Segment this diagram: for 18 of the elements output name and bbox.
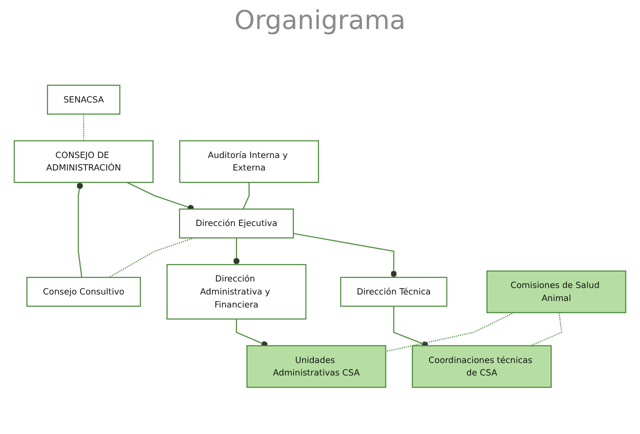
node-box: Coordinaciones técnicas de CSA	[412, 344, 552, 388]
node-box: Comisiones de Salud Animal	[486, 270, 626, 313]
node-box: Auditoría Interna y Externa	[179, 140, 320, 183]
node-box: Unidades Administrativas CSA	[246, 344, 386, 388]
connector	[293, 232, 397, 278]
node-box: Consejo Consultivo	[26, 276, 141, 306]
connector	[242, 182, 250, 209]
node-box: CONSEJO DE ADMINISTRACIÓN	[14, 140, 154, 183]
node-box: SENACSA	[46, 84, 120, 114]
connector	[233, 238, 240, 264]
node-box: Dirección Administrativa y Financiera	[166, 264, 306, 320]
connector	[108, 237, 194, 278]
connector	[386, 312, 514, 352]
connector	[76, 182, 84, 278]
diagram-title: Organigrama	[233, 6, 407, 36]
node-box: Dirección Técnica	[340, 276, 448, 306]
node-box: Dirección Ejecutiva	[179, 208, 294, 238]
connector	[83, 114, 84, 140]
